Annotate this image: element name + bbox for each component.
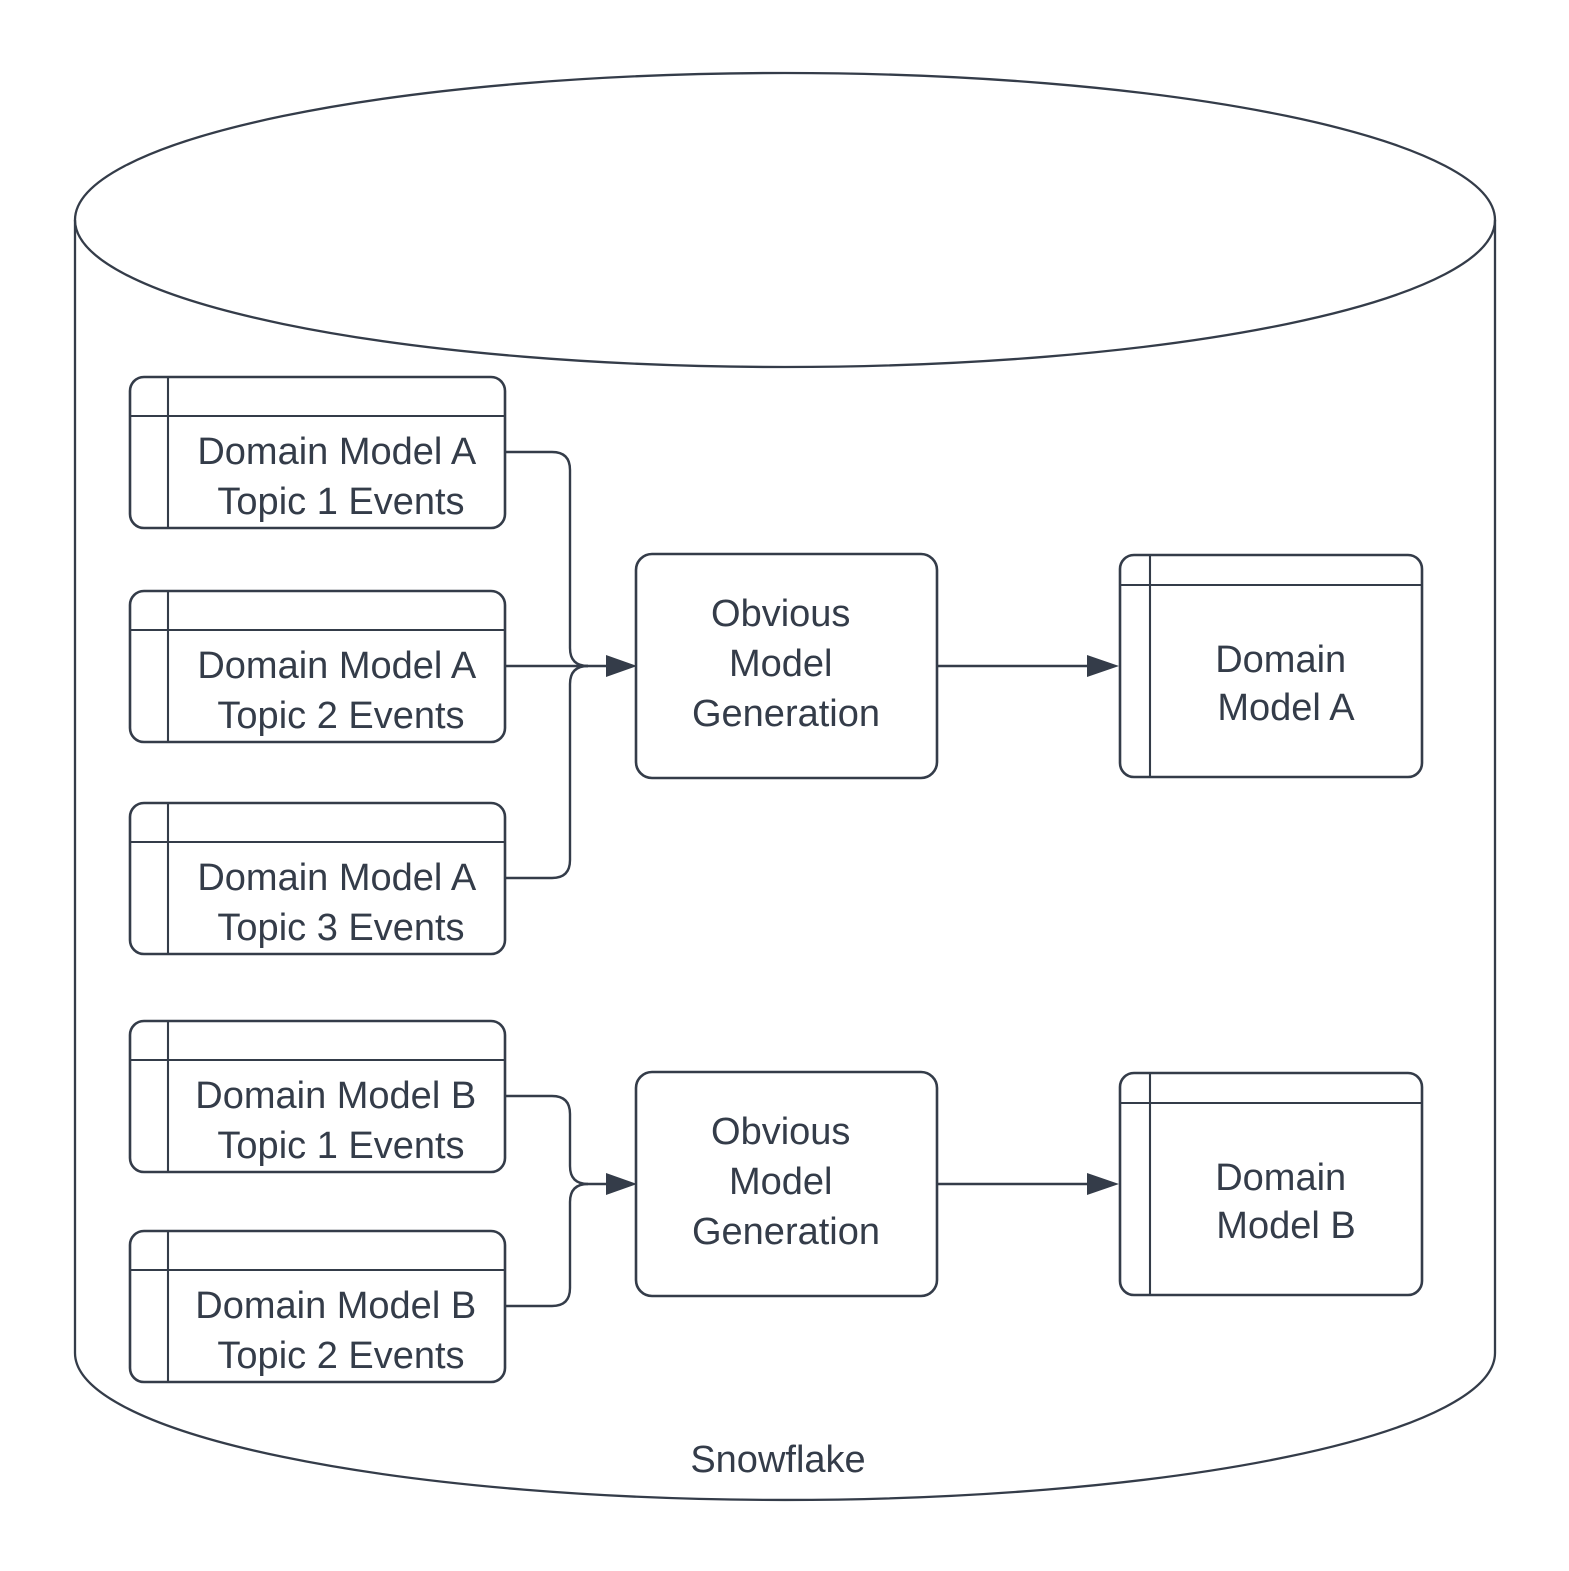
table-node-topic-b1: Domain Model B Topic 1 Events: [128, 1019, 507, 1174]
table-node-output-b-label: Domain Model B: [1215, 1157, 1357, 1247]
process-box: [634, 1070, 939, 1298]
table-node-topic-a2-label: Domain Model A Topic 2 Events: [197, 645, 484, 737]
table-node-output-a: Domain Model A: [1118, 553, 1424, 779]
connector-topic-b2: [505, 1182, 589, 1308]
table-node-topic-a3-label: Domain Model A Topic 3 Events: [197, 857, 484, 949]
table-node-topic-a1-label: Domain Model A Topic 1 Events: [197, 431, 484, 523]
table-node-topic-a2: Domain Model A Topic 2 Events: [128, 589, 507, 744]
table-body: [128, 375, 507, 530]
snowflake-cylinder: Snowflake: [73, 71, 1497, 1502]
cylinder-bottom-arc: [73, 1352, 1497, 1502]
table-body: [128, 1019, 507, 1174]
process-node-b: Obvious Model Generation: [634, 1070, 939, 1298]
table-body: [128, 1229, 507, 1384]
arrowhead-into-process-a-icon: [606, 655, 637, 677]
table-node-topic-a3: Domain Model A Topic 3 Events: [128, 801, 507, 956]
table-node-topic-a1: Domain Model A Topic 1 Events: [128, 375, 507, 530]
process-node-a: Obvious Model Generation: [634, 552, 939, 780]
table-node-topic-b2: Domain Model B Topic 2 Events: [128, 1229, 507, 1384]
arrowhead-into-process-b-icon: [606, 1173, 637, 1195]
table-body: [1118, 1071, 1424, 1297]
arrowhead-into-output-b-icon: [1087, 1173, 1119, 1195]
arrowhead-into-output-a-icon: [1087, 655, 1119, 677]
table-body: [128, 801, 507, 956]
connector-topic-a3: [505, 664, 589, 880]
table-body: [128, 589, 507, 744]
table-body: [1118, 553, 1424, 779]
table-node-output-a-label: Domain Model A: [1215, 639, 1357, 729]
connectors-group-b: [505, 1094, 1119, 1308]
snowflake-label: Snowflake: [690, 1439, 865, 1481]
table-node-topic-b1-label: Domain Model B Topic 1 Events: [195, 1075, 486, 1167]
cylinder-top-ellipse: [73, 71, 1497, 369]
table-node-output-b: Domain Model B: [1118, 1071, 1424, 1297]
connector-topic-a1: [505, 450, 589, 668]
table-node-topic-b2-label: Domain Model B Topic 2 Events: [195, 1285, 486, 1377]
process-node-a-label: Obvious Model Generation: [692, 593, 880, 735]
process-box: [634, 552, 939, 780]
connectors-group-a: [505, 450, 1119, 880]
connector-topic-b1: [505, 1094, 589, 1186]
process-node-b-label: Obvious Model Generation: [692, 1111, 880, 1253]
